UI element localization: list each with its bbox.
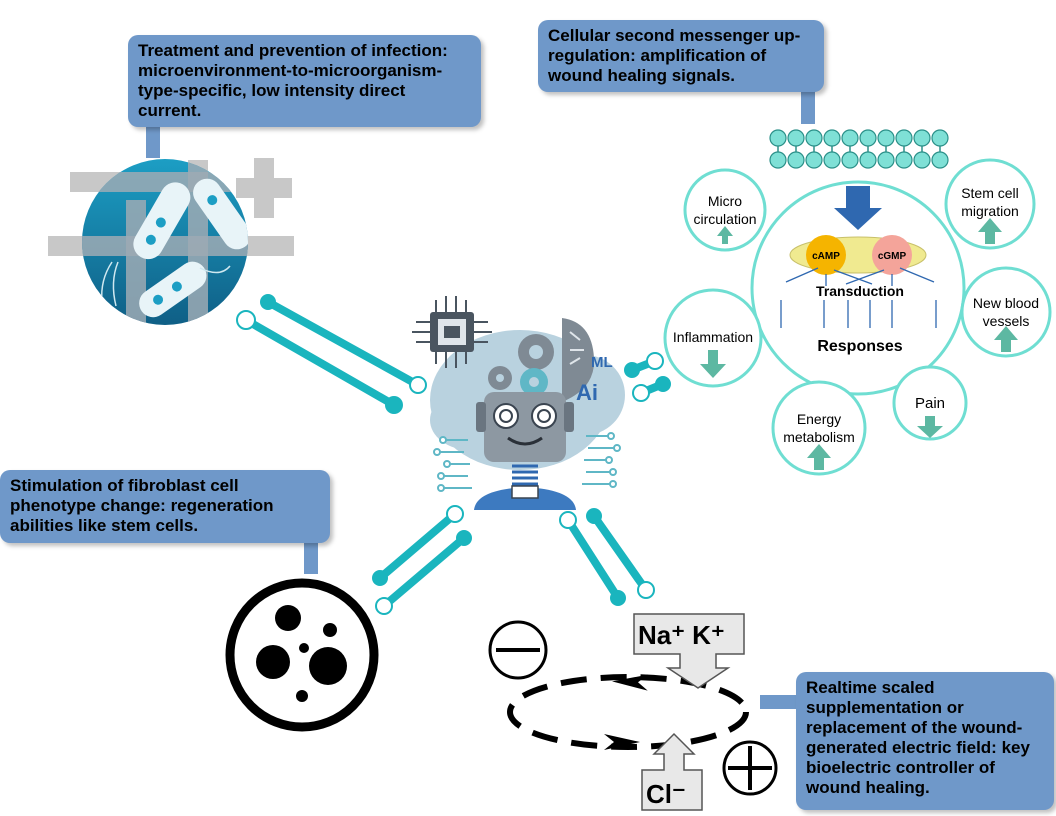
lipid-head xyxy=(805,151,823,169)
plus-icon xyxy=(722,740,778,796)
electric-callout: Realtime scaled supplementation or repla… xyxy=(796,672,1054,810)
connector-electric xyxy=(559,508,655,606)
lipid-head xyxy=(787,151,805,169)
transduction-label: Transduction xyxy=(816,283,904,299)
lipid-head xyxy=(841,129,859,147)
up-arrow-icon xyxy=(978,218,1002,244)
infection-callout: Treatment and prevention of infection: m… xyxy=(128,35,481,127)
minus-icon xyxy=(488,620,548,680)
pain-label: Pain xyxy=(915,395,945,412)
up-arrow-icon xyxy=(994,326,1018,352)
lipid-head xyxy=(769,129,787,147)
cell-icon xyxy=(225,578,379,732)
connector-infection xyxy=(236,294,427,414)
lipid-head xyxy=(877,151,895,169)
messenger-callout-text: Cellular second messenger up-regulation:… xyxy=(548,26,801,85)
pain-node: Pain xyxy=(892,365,968,441)
lipid-head xyxy=(823,129,841,147)
inflammation-label: Inflammation xyxy=(673,329,753,345)
lipid-head xyxy=(895,151,913,169)
infection-callout-tail xyxy=(146,120,160,158)
lipid-head xyxy=(859,129,877,147)
stem-cell-label-1: Stem cell xyxy=(961,185,1019,201)
new-vessels-label-2: vessels xyxy=(983,313,1030,329)
down-arrow-icon xyxy=(917,416,943,438)
stem-cell-node: Stem cell migration xyxy=(944,158,1036,250)
lipid-head xyxy=(931,129,949,147)
stem-cell-label-2: migration xyxy=(961,203,1019,219)
anion-label: Cl⁻ xyxy=(646,779,686,809)
lipid-head xyxy=(805,129,823,147)
lipid-head xyxy=(841,151,859,169)
energy-node: Energy metabolism xyxy=(771,380,867,476)
ml-label: ML xyxy=(591,354,613,371)
connector-messenger xyxy=(624,352,671,402)
down-arrow-icon xyxy=(700,350,726,378)
lipid-head xyxy=(859,151,877,169)
messenger-callout-tail xyxy=(801,84,815,124)
cation-box: Na⁺ K⁺ xyxy=(633,613,745,689)
electric-field-icon: Na⁺ K⁺ Cl⁻ xyxy=(488,613,778,811)
camp-label: cAMP xyxy=(812,251,840,262)
energy-label-1: Energy xyxy=(797,411,841,427)
cation-label: Na⁺ K⁺ xyxy=(638,620,725,650)
fibroblast-callout-text: Stimulation of fibroblast cell phenotype… xyxy=(10,476,274,535)
electric-callout-text: Realtime scaled supplementation or repla… xyxy=(806,678,1030,797)
chip-icon xyxy=(412,296,492,368)
fibroblast-callout: Stimulation of fibroblast cell phenotype… xyxy=(0,470,330,543)
anion-box: Cl⁻ xyxy=(641,732,703,811)
lipid-head xyxy=(913,129,931,147)
fibroblast-callout-tail xyxy=(304,538,318,574)
up-arrow-icon xyxy=(717,226,733,244)
lipid-head xyxy=(787,129,805,147)
lipid-head xyxy=(769,151,787,169)
new-vessels-label-1: New blood xyxy=(973,295,1039,311)
ai-label: Ai xyxy=(576,380,598,405)
inflammation-node: Inflammation xyxy=(663,288,763,388)
infection-callout-text: Treatment and prevention of infection: m… xyxy=(138,41,448,120)
signaling-diagram: cAMP cGMP Transduction Responses Micro c… xyxy=(663,129,1052,476)
energy-label-2: metabolism xyxy=(783,429,855,445)
ai-robot-icon: ML Ai xyxy=(412,296,625,510)
lipid-head xyxy=(895,129,913,147)
lipid-head xyxy=(931,151,949,169)
membrane xyxy=(769,129,949,169)
connector-fibroblast xyxy=(372,505,472,615)
lipid-head xyxy=(877,129,895,147)
electric-callout-tail xyxy=(760,695,800,709)
microcirculation-node: Micro circulation xyxy=(683,168,767,252)
up-arrow-icon xyxy=(807,444,831,470)
microcirculation-label-1: Micro xyxy=(708,193,742,209)
microcirculation-label-2: circulation xyxy=(693,211,756,227)
cgmp-label: cGMP xyxy=(878,251,907,262)
new-vessels-node: New blood vessels xyxy=(960,266,1052,358)
responses-label: Responses xyxy=(817,338,902,355)
bacteria-plus-icon xyxy=(48,158,294,325)
lipid-head xyxy=(913,151,931,169)
messenger-callout: Cellular second messenger up-regulation:… xyxy=(538,20,824,92)
lipid-head xyxy=(823,151,841,169)
